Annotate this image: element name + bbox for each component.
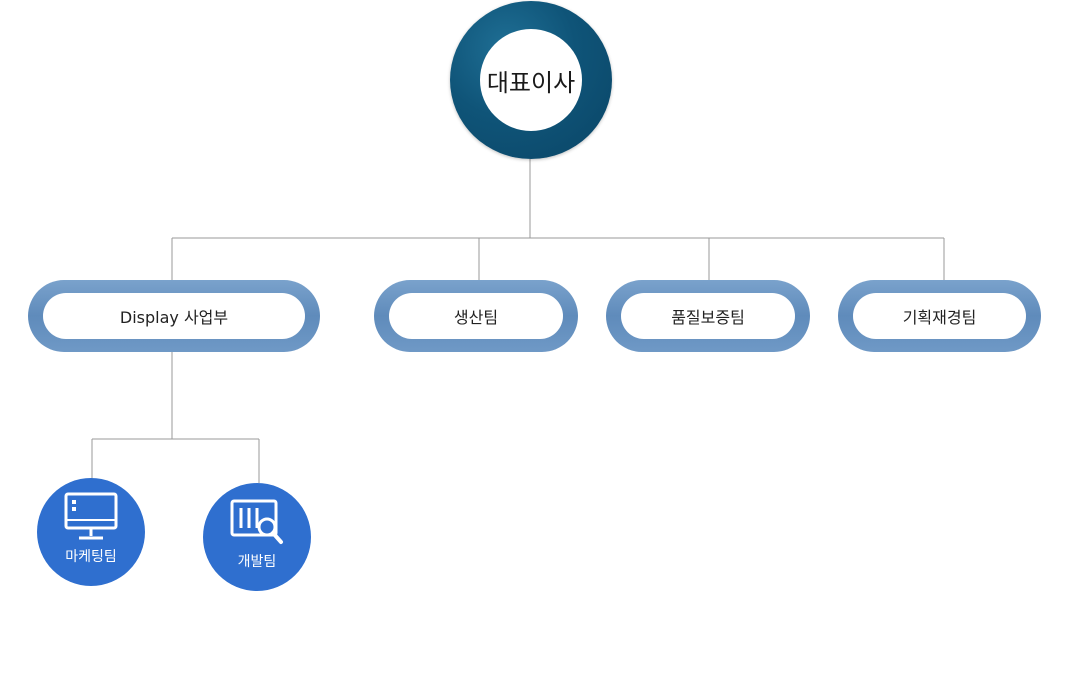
- ceo-label: 대표이사: [480, 29, 582, 131]
- monitor-icon: [64, 492, 118, 540]
- dept-production-label: 생산팀: [389, 293, 563, 339]
- ceo-node: 대표이사: [450, 1, 612, 159]
- dept-display-label: Display 사업부: [43, 293, 305, 339]
- dept-planning-label: 기획재경팀: [853, 293, 1026, 339]
- dept-production: 생산팀: [374, 280, 578, 352]
- team-dev-label: 개발팀: [237, 554, 277, 570]
- dept-planning: 기획재경팀: [838, 280, 1041, 352]
- dept-quality: 품질보증팀: [606, 280, 810, 352]
- research-icon: [230, 499, 283, 544]
- dept-display: Display 사업부: [28, 280, 320, 352]
- team-marketing-label: 마케팅팀: [65, 549, 117, 565]
- dept-quality-label: 품질보증팀: [621, 293, 795, 339]
- team-marketing: 마케팅팀: [37, 478, 145, 586]
- team-dev: 개발팀: [203, 483, 311, 591]
